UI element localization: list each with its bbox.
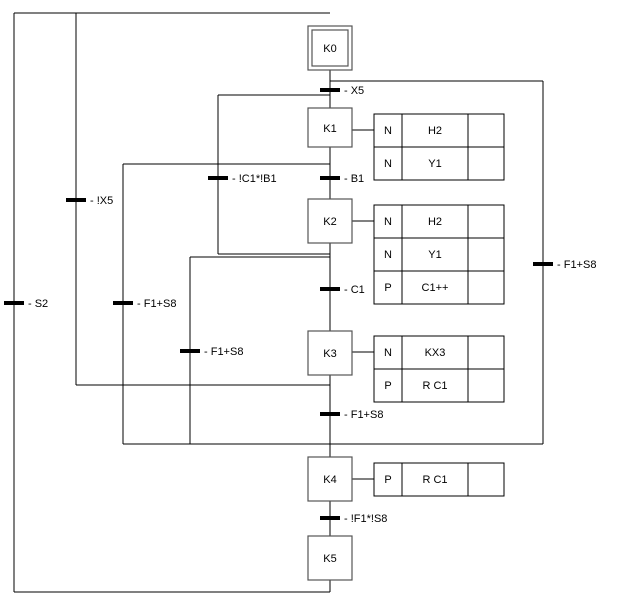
action-qualifier: P — [384, 474, 391, 486]
actions-k1: N H2 N Y1 — [373, 113, 505, 181]
transition-f1s8-left-label: - F1+S8 — [137, 298, 176, 310]
transition-c1-label: - C1 — [344, 284, 365, 296]
step-k3-label: K3 — [323, 348, 336, 360]
transition-x5[interactable]: - X5 — [320, 85, 364, 97]
action-qualifier: P — [384, 380, 391, 392]
transition-nc1nb1[interactable]: - !C1*!B1 — [208, 173, 277, 185]
step-k5[interactable]: K5 — [307, 535, 353, 581]
actions-k3: N KX3 P R C1 — [373, 335, 505, 403]
transition-nc1nb1-label: - !C1*!B1 — [232, 173, 277, 185]
action-qualifier: N — [384, 249, 392, 261]
step-k2[interactable]: K2 — [307, 198, 353, 244]
transition-f1s8-right-label: - F1+S8 — [557, 259, 596, 271]
step-k2-label: K2 — [323, 216, 336, 228]
transition-c1[interactable]: - C1 — [320, 284, 365, 296]
transition-b1[interactable]: - B1 — [320, 173, 364, 185]
step-k1-label: K1 — [323, 123, 336, 135]
transition-s2-label: - S2 — [28, 298, 48, 310]
step-k4-label: K4 — [323, 474, 336, 486]
action-name: H2 — [428, 125, 442, 137]
transition-nx5[interactable]: - !X5 — [66, 195, 113, 207]
transition-f1s8-inner-label: - F1+S8 — [204, 346, 243, 358]
step-k0[interactable]: K0 — [307, 25, 353, 71]
transition-f1s8-main-label: - F1+S8 — [344, 409, 383, 421]
transition-s2[interactable]: - S2 — [4, 298, 48, 310]
action-qualifier: P — [384, 282, 391, 294]
action-name: H2 — [428, 216, 442, 228]
action-qualifier: N — [384, 125, 392, 137]
step-k0-label: K0 — [323, 43, 336, 55]
action-qualifier: N — [384, 347, 392, 359]
step-k4[interactable]: K4 — [307, 456, 353, 502]
action-name: R C1 — [422, 380, 447, 392]
transition-x5-label: - X5 — [344, 85, 364, 97]
action-qualifier: N — [384, 216, 392, 228]
transition-nf1ns8[interactable]: - !F1*!S8 — [320, 513, 387, 525]
action-name: Y1 — [428, 249, 441, 261]
step-k1[interactable]: K1 — [307, 107, 353, 148]
transition-nx5-label: - !X5 — [90, 195, 113, 207]
step-k3[interactable]: K3 — [307, 330, 353, 376]
action-name: Y1 — [428, 158, 441, 170]
action-name: R C1 — [422, 474, 447, 486]
transition-nf1ns8-label: - !F1*!S8 — [344, 513, 387, 525]
action-qualifier: N — [384, 158, 392, 170]
transition-f1s8-left[interactable]: - F1+S8 — [113, 298, 176, 310]
transition-f1s8-right[interactable]: - F1+S8 — [533, 259, 596, 271]
transition-f1s8-inner[interactable]: - F1+S8 — [180, 346, 243, 358]
actions-k2: N H2 N Y1 P C1++ — [373, 204, 505, 305]
transition-f1s8-main[interactable]: - F1+S8 — [320, 409, 383, 421]
action-name: KX3 — [425, 347, 446, 359]
transition-b1-label: - B1 — [344, 173, 364, 185]
actions-k4: P R C1 — [373, 462, 505, 497]
step-k5-label: K5 — [323, 553, 336, 565]
action-name: C1++ — [422, 282, 449, 294]
